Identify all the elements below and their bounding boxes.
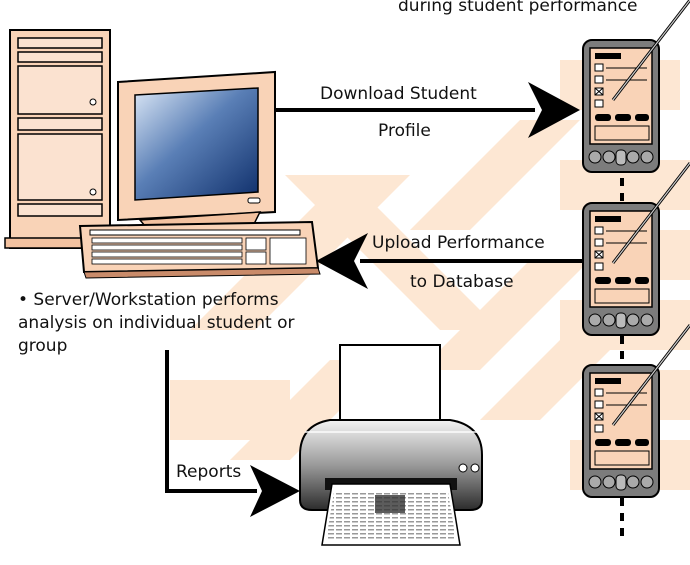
computer-tower-icon [4,29,116,249]
reports-arrow [165,350,300,517]
handheld-pda-icon [582,162,690,336]
handheld-pda-icon [582,0,690,173]
reports-label: Reports [176,462,242,482]
handheld-pda-icon [582,324,690,498]
download-arrow [275,82,580,138]
download-label-line2: Profile [378,121,431,141]
top-caption: during student performance [398,0,638,16]
pda-connector-dots [620,178,624,536]
upload-arrow [316,233,582,289]
monitor-icon [117,70,276,233]
upload-label-line1: Upload Performance [372,233,545,253]
download-label-line1: Download Student [320,84,477,104]
keyboard-icon [78,220,321,279]
server-description: • Server/Workstation performs analysis o… [18,290,295,356]
upload-label-line2: to Database [410,272,514,292]
printer-icon [299,344,483,546]
